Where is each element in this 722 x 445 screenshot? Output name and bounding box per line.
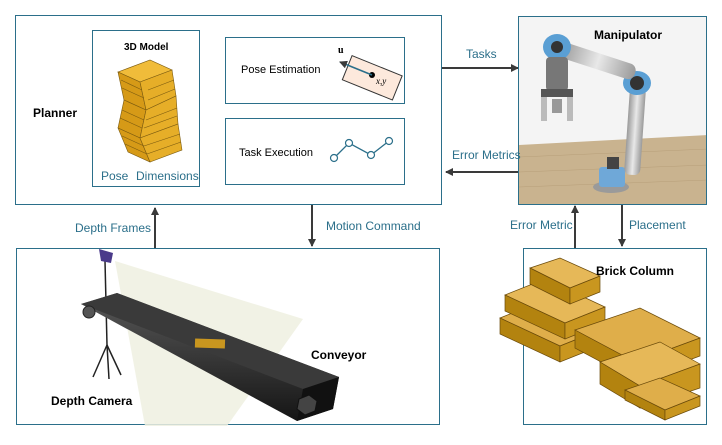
manipulator-box <box>518 16 707 205</box>
model-dimensions-label: Dimensions <box>136 169 199 183</box>
conveyor-illustration <box>81 249 339 426</box>
pose-vector-label: u <box>338 45 344 56</box>
pose-estimation-title: Pose Estimation <box>241 64 321 76</box>
arrow-label-placement: Placement <box>629 218 686 232</box>
brick-on-belt <box>194 338 226 349</box>
pose-point-label: x,y <box>376 76 387 86</box>
arrow-label-error-metric: Error Metric <box>510 218 573 232</box>
conveyor-belt <box>81 293 339 421</box>
manipulator-title: Manipulator <box>594 28 662 42</box>
planner-title: Planner <box>33 106 78 120</box>
robot-arm-illustration <box>519 34 706 204</box>
task-execution-title: Task Execution <box>239 147 313 159</box>
model-panel <box>92 30 200 187</box>
arrow-label-depth-frames: Depth Frames <box>75 221 152 235</box>
conveyor-title: Conveyor <box>311 348 367 362</box>
model-pose-label: Pose <box>101 169 129 183</box>
arrow-label-tasks: Tasks <box>466 47 497 61</box>
brick-column-title: Brick Column <box>596 264 675 278</box>
arrow-label-motion-command: Motion Command <box>326 219 421 233</box>
conveyor-box <box>16 248 440 426</box>
model-panel-title: 3D Model <box>124 42 169 53</box>
depth-camera-label: Depth Camera <box>51 394 133 408</box>
arrow-label-error-metrics: Error Metrics <box>452 148 521 162</box>
